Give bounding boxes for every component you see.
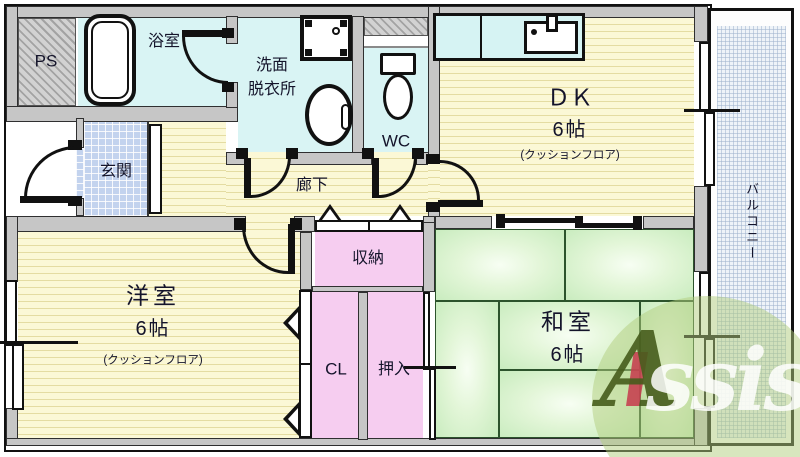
folding-door-marker bbox=[388, 204, 412, 221]
wall bbox=[694, 408, 708, 446]
room-label-entrance: 玄関 bbox=[99, 163, 133, 181]
tatami-mat bbox=[565, 229, 694, 301]
room-label-storage: 収納 bbox=[351, 250, 385, 268]
room-label-wc: WC bbox=[381, 131, 411, 151]
wall bbox=[358, 292, 368, 440]
tatami-mat bbox=[435, 301, 499, 438]
tatami-mat bbox=[499, 370, 640, 438]
sliding-window-icon bbox=[5, 280, 17, 346]
swing-door-icon bbox=[244, 158, 251, 198]
door-jamb bbox=[412, 148, 424, 159]
room-label-western: 洋室 bbox=[126, 282, 180, 309]
oshiire-floor bbox=[368, 292, 423, 438]
room-label-japanese: 和室 bbox=[541, 308, 595, 335]
folding-door-marker bbox=[283, 402, 299, 436]
sliding-door-icon bbox=[429, 368, 436, 440]
sliding-window-icon bbox=[699, 272, 710, 338]
washing-machine-icon bbox=[300, 15, 352, 61]
closet-floor bbox=[312, 292, 358, 438]
sliding-window-icon bbox=[699, 42, 710, 112]
door-jamb bbox=[426, 154, 440, 164]
room-label-washroom-1: 洗面 bbox=[255, 57, 289, 75]
room-label-washroom-2: 脱衣所 bbox=[247, 81, 297, 99]
wall bbox=[300, 232, 312, 290]
wall bbox=[312, 286, 423, 292]
window-tick bbox=[684, 335, 740, 338]
wash-basin-handle bbox=[341, 104, 350, 130]
doorway bbox=[428, 164, 440, 204]
wall bbox=[6, 6, 18, 110]
room-size-dk: 6帖 bbox=[552, 119, 588, 141]
door-jamb bbox=[236, 148, 248, 159]
pipe-space-area bbox=[18, 18, 76, 106]
toilet-icon bbox=[380, 53, 416, 75]
sliding-door-icon bbox=[505, 218, 577, 223]
kitchen-counter-sink-icon bbox=[433, 13, 585, 61]
wall bbox=[435, 216, 492, 229]
folding-door-divider bbox=[299, 363, 312, 365]
window-tick bbox=[684, 109, 740, 112]
wall bbox=[6, 216, 18, 282]
wall bbox=[6, 216, 246, 232]
wc-shelf bbox=[364, 36, 428, 48]
room-note-western: (クッションフロア) bbox=[103, 354, 203, 367]
room-label-oshiire: 押入 bbox=[377, 361, 411, 379]
bathtub-icon bbox=[84, 14, 136, 106]
sliding-window-icon bbox=[704, 338, 715, 408]
room-label-ps: PS bbox=[34, 51, 58, 71]
window-tick bbox=[0, 341, 78, 344]
tatami-mat bbox=[435, 229, 565, 301]
doorway bbox=[226, 44, 238, 82]
room-label-balcony: バルコニー bbox=[744, 182, 760, 262]
door-jamb bbox=[362, 148, 374, 159]
swing-door-icon bbox=[182, 30, 228, 37]
toilet-bowl bbox=[383, 74, 413, 120]
room-size-western: 6帖 bbox=[135, 318, 171, 340]
sliding-door-icon bbox=[423, 292, 430, 370]
wall bbox=[694, 186, 708, 272]
swing-door-icon bbox=[372, 158, 379, 198]
folding-door-divider bbox=[368, 220, 370, 232]
door-jamb bbox=[286, 148, 298, 159]
sliding-door-tick bbox=[404, 366, 456, 369]
room-note-dk: (クッションフロア) bbox=[520, 149, 620, 162]
sliding-door-bracket bbox=[496, 214, 505, 228]
sliding-door-bracket bbox=[633, 216, 642, 230]
wall bbox=[694, 6, 708, 42]
folding-door-marker bbox=[318, 204, 342, 221]
wall bbox=[288, 152, 372, 165]
sliding-door-bracket bbox=[575, 216, 583, 228]
shoe-cabinet bbox=[149, 124, 162, 214]
door-jamb bbox=[426, 202, 440, 212]
sliding-door-icon bbox=[583, 223, 635, 228]
room-label-closet: CL bbox=[325, 359, 347, 379]
wc-duct-area bbox=[364, 16, 428, 36]
room-size-japanese: 6帖 bbox=[550, 344, 586, 366]
swing-door-icon bbox=[288, 224, 295, 274]
wall bbox=[423, 222, 435, 292]
folding-door-marker bbox=[283, 306, 299, 340]
room-label-dk: ＤＫ bbox=[547, 84, 593, 111]
room-label-bathroom: 浴室 bbox=[147, 33, 181, 51]
entrance-tile bbox=[84, 122, 147, 216]
wall bbox=[643, 216, 694, 229]
western-room-floor bbox=[18, 232, 300, 438]
room-label-hallway: 廊下 bbox=[295, 177, 329, 195]
tatami-mat bbox=[640, 301, 694, 438]
swing-door-icon bbox=[438, 200, 483, 207]
doorway bbox=[76, 148, 84, 198]
door-jamb bbox=[222, 82, 234, 92]
wall bbox=[6, 106, 238, 122]
sliding-window-icon bbox=[12, 344, 24, 410]
swing-door-icon bbox=[20, 196, 78, 203]
wall bbox=[352, 16, 364, 154]
entrance-step-line bbox=[147, 122, 149, 216]
wall bbox=[6, 438, 708, 446]
sliding-window-icon bbox=[704, 112, 715, 186]
storage-floor bbox=[315, 232, 423, 286]
